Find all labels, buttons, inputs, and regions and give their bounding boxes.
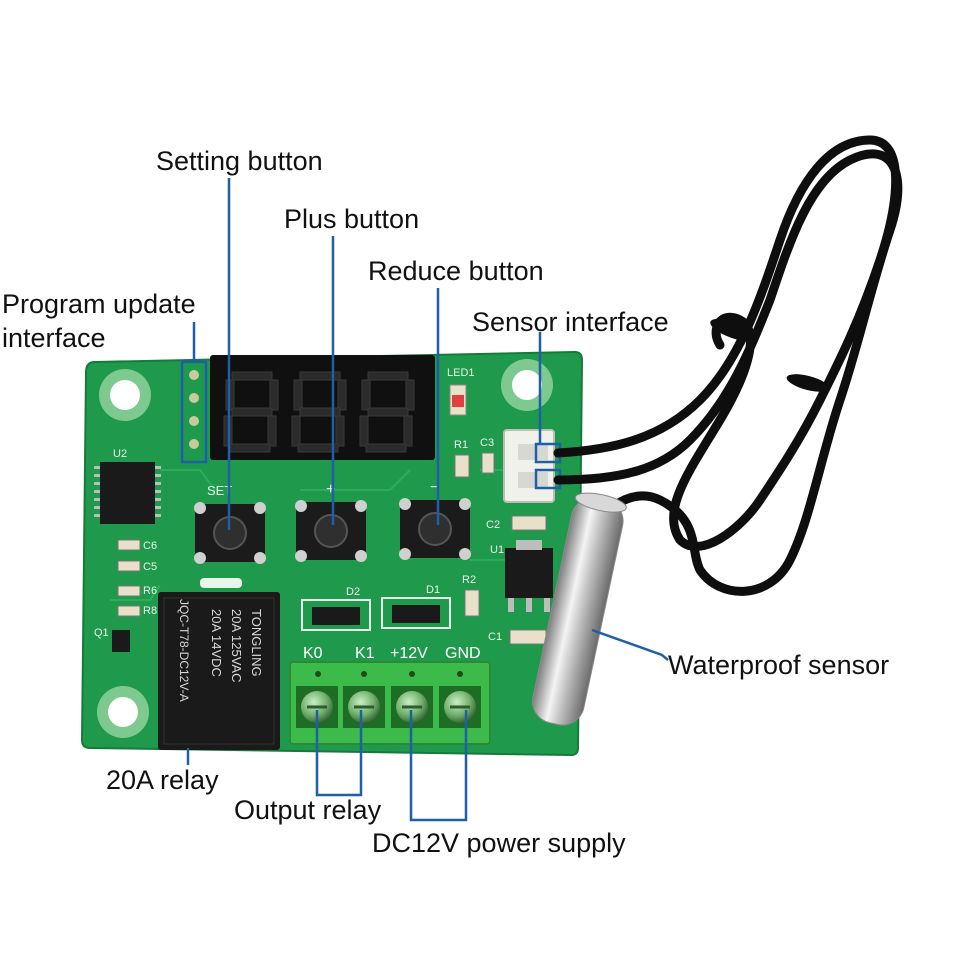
callout-dc12v-power-supply: DC12V power supply [372,828,626,858]
silk-r6: R6 [143,585,157,597]
plus-button [295,500,367,562]
terminal-label-gnd: GND [445,645,481,662]
callout-program-update-interface: Program update interface [2,289,196,353]
led1 [449,384,467,416]
silk-c2: C2 [486,519,500,531]
silk-r8: R8 [143,605,157,617]
silk-c3: C3 [480,437,494,449]
relay-rating-1: 20A 125VAC [229,609,244,682]
relay-20a: TONGLING 20A 125VAC 20A 14VDC JQC-T78-DC… [158,592,280,750]
relay-model: JQC-T78-DC12V-A [177,599,191,702]
u2-chip [94,462,161,524]
terminal-label-k1: K1 [355,645,375,662]
callout-reduce-button: Reduce button [368,256,544,286]
diode-d2 [301,599,371,631]
silk-r2: R2 [462,574,476,586]
silk-r1: R1 [454,439,468,451]
silk-set: SET [207,483,232,498]
silk-d1: D1 [426,584,440,596]
silk-u1: U1 [490,544,504,556]
callout-setting-button: Setting button [156,146,323,176]
mounting-hole-top-right [501,359,553,411]
mounting-hole-top-left [99,369,151,421]
u1-regulator [505,540,553,612]
callout-20a-relay: 20A relay [106,765,219,795]
set-button [194,502,266,564]
silk-c5: C5 [143,561,157,573]
terminal-block [289,661,491,745]
terminal-label-k0: K0 [303,645,323,662]
silk-d2: D2 [346,586,360,598]
leader-waterproof [591,628,669,661]
waterproof-probe [532,492,627,726]
silk-u2: U2 [113,448,127,460]
diode-d1 [381,597,451,629]
silk-led1: LED1 [447,367,475,379]
leader-dc12v [409,710,468,822]
silk-c1: C1 [488,631,502,643]
leader-output [315,710,363,797]
callout-output-relay: Output relay [234,795,382,825]
callout-sensor-interface: Sensor interface [472,307,669,337]
terminal-labels: K0 K1 +12V GND [303,645,481,662]
sensor-connector [503,429,562,503]
cable-ties [710,318,830,392]
reduce-button [399,498,471,560]
silkscreen: LED1 U2 SET + − R1 C3 C2 U1 R2 C1 D2 D1 … [94,367,504,643]
digit-3 [359,371,415,453]
q1-transistor [112,630,130,652]
callout-leaders [186,178,669,822]
silk-q1: Q1 [94,627,109,639]
digit-2 [291,371,347,453]
relay-rating-2: 20A 14VDC [209,609,224,677]
relay-silk-mark [200,578,242,588]
relay-brand: TONGLING [249,609,264,677]
smd-components [117,452,547,645]
callout-plus-button: Plus button [284,204,420,234]
silk-minus: − [430,479,439,496]
mounting-hole-bottom-left [97,686,149,738]
callout-waterproof-sensor: Waterproof sensor [668,650,890,680]
terminal-label-12v: +12V [390,645,428,662]
silk-plus: + [326,481,335,498]
seven-segment-display [210,355,435,460]
silk-c6: C6 [143,540,157,552]
